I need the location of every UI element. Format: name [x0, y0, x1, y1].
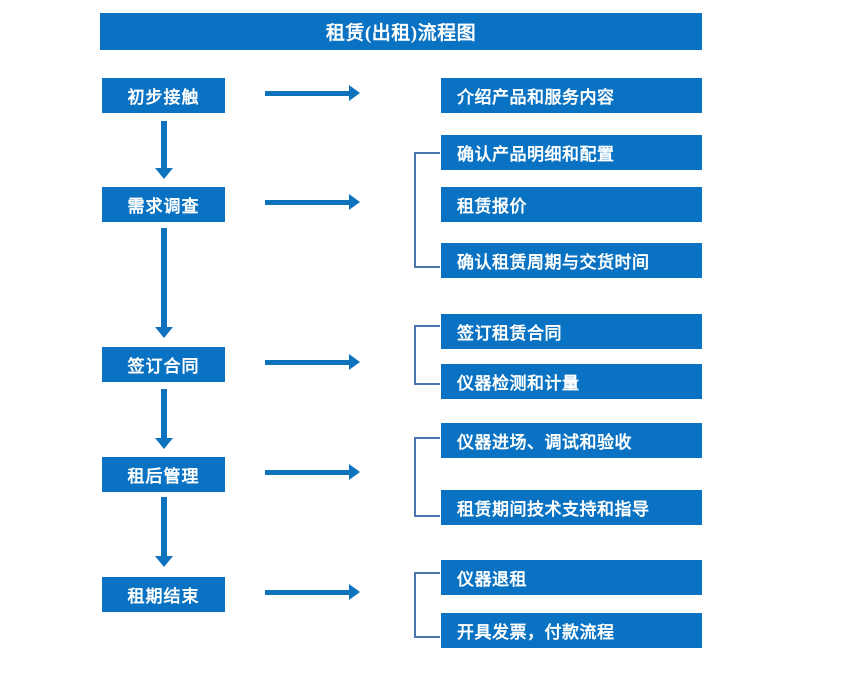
detail-box-7[interactable]: 仪器进场、调试和验收 — [441, 423, 702, 458]
bracket-group-contract — [414, 325, 440, 385]
arrow-head — [349, 354, 360, 370]
arrow-shaft — [161, 121, 167, 169]
arrow-head — [349, 464, 360, 480]
arrow-head — [349, 85, 360, 101]
arrow-head — [155, 327, 173, 338]
stage-box-4[interactable]: 租后管理 — [102, 457, 225, 492]
detail-box-9[interactable]: 仪器退租 — [441, 560, 702, 595]
arrow-stage-1-to-detail — [265, 85, 360, 101]
arrow-step-3-to-4 — [155, 389, 173, 449]
stage-box-2[interactable]: 需求调查 — [102, 187, 225, 222]
arrow-step-4-to-5 — [155, 497, 173, 567]
arrow-stage-3-to-detail — [265, 354, 360, 370]
detail-box-3[interactable]: 租赁报价 — [441, 187, 702, 222]
arrow-shaft — [265, 91, 350, 96]
stage-box-5[interactable]: 租期结束 — [102, 577, 225, 612]
stage-box-1[interactable]: 初步接触 — [102, 78, 225, 113]
arrow-shaft — [265, 360, 350, 365]
detail-box-8[interactable]: 租赁期间技术支持和指导 — [441, 490, 702, 525]
arrow-shaft — [161, 389, 167, 439]
arrow-shaft — [161, 497, 167, 557]
arrow-head — [349, 584, 360, 600]
detail-box-10[interactable]: 开具发票，付款流程 — [441, 613, 702, 648]
arrow-shaft — [265, 200, 350, 205]
arrow-head — [155, 168, 173, 179]
bracket-group-end — [414, 572, 440, 638]
detail-box-4[interactable]: 确认租赁周期与交货时间 — [441, 243, 702, 278]
arrow-shaft — [161, 228, 167, 328]
arrow-shaft — [265, 470, 350, 475]
arrow-shaft — [265, 590, 350, 595]
arrow-stage-2-to-detail — [265, 194, 360, 210]
page-title: 租赁(出租)流程图 — [100, 13, 702, 50]
arrow-stage-4-to-detail — [265, 464, 360, 480]
arrow-step-1-to-2 — [155, 121, 173, 179]
arrow-head — [349, 194, 360, 210]
arrow-head — [155, 438, 173, 449]
bracket-group-needs — [414, 152, 440, 268]
detail-box-5[interactable]: 签订租赁合同 — [441, 314, 702, 349]
bracket-group-management — [414, 437, 440, 517]
arrow-stage-5-to-detail — [265, 584, 360, 600]
arrow-step-2-to-3 — [155, 228, 173, 338]
arrow-head — [155, 556, 173, 567]
stage-box-3[interactable]: 签订合同 — [102, 347, 225, 382]
detail-box-6[interactable]: 仪器检测和计量 — [441, 364, 702, 399]
detail-box-1[interactable]: 介绍产品和服务内容 — [441, 78, 702, 113]
detail-box-2[interactable]: 确认产品明细和配置 — [441, 135, 702, 170]
